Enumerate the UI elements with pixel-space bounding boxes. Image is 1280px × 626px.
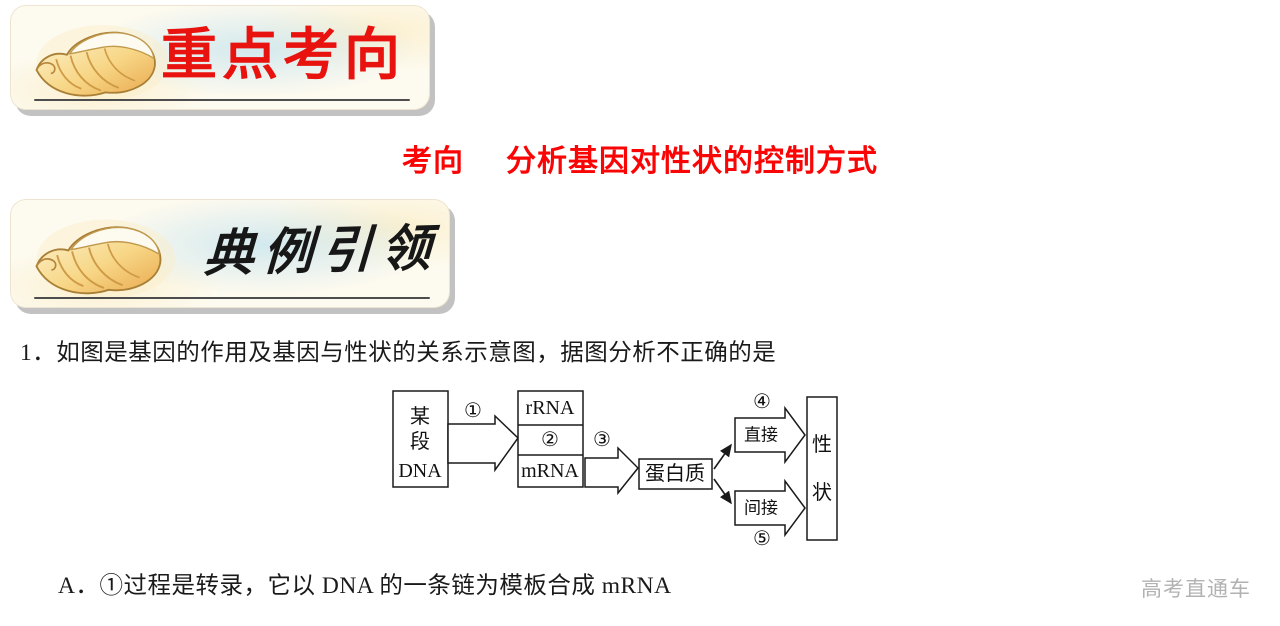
trait-label-line2: 状 (812, 481, 832, 504)
indirect-arrow (734, 478, 806, 538)
step2-label: ② (541, 429, 559, 451)
arrow-step3 (584, 446, 640, 496)
step3-label: ③ (593, 429, 611, 451)
dna-box (392, 390, 449, 488)
arrow-step1 (447, 414, 519, 473)
rna-box (517, 390, 584, 488)
section-banner-example-lead: 典例引领 (10, 199, 450, 308)
direct-arrow (734, 405, 806, 465)
heading-prefix: 考向 (402, 145, 464, 178)
dna-box-line3: DNA (398, 460, 442, 482)
question-text: 1．如图是基因的作用及基因与性状的关系示意图，据图分析不正确的是 (20, 340, 777, 366)
protein-label: 蛋白质 (645, 462, 705, 485)
step5-label: ⑤ (753, 528, 771, 550)
protein-to-direct-arrow (713, 443, 732, 470)
option-a: A．①过程是转录，它以 DNA 的一条链为模板合成 mRNA (58, 573, 672, 599)
mrna-label: mRNA (521, 460, 579, 482)
protein-box (638, 458, 713, 490)
protein-to-indirect-arrow (713, 478, 732, 505)
banner-example-lead-title: 典例引领 (202, 219, 442, 283)
heading-title: 分析基因对性状的控制方式 (506, 145, 878, 178)
step1-label: ① (464, 400, 482, 422)
indirect-label: 间接 (744, 499, 778, 518)
watermark: 高考直通车 (1141, 577, 1251, 601)
banner-edge-line (34, 296, 430, 299)
trait-label-line1: 性 (812, 433, 832, 456)
dna-box-line2: 段 (410, 430, 430, 453)
banner-key-focus-title: 重点考向 (161, 25, 405, 87)
trait-box (806, 396, 838, 541)
rrna-label: rRNA (526, 397, 575, 419)
step4-label: ④ (753, 391, 771, 413)
section-banner-key-focus: 重点考向 (10, 5, 430, 110)
dna-box-line1: 某 (410, 405, 430, 428)
banner-edge-line (34, 98, 410, 101)
conch-shell-icon (26, 212, 182, 302)
exam-direction-heading: 考向 分析基因对性状的控制方式 (0, 136, 1280, 180)
direct-label: 直接 (744, 426, 778, 445)
gene-trait-diagram: 某 段 DNA ① rRNA ② mRNA ③ 蛋白质 直接 ④ 间接 ⑤ 性 … (392, 390, 838, 550)
